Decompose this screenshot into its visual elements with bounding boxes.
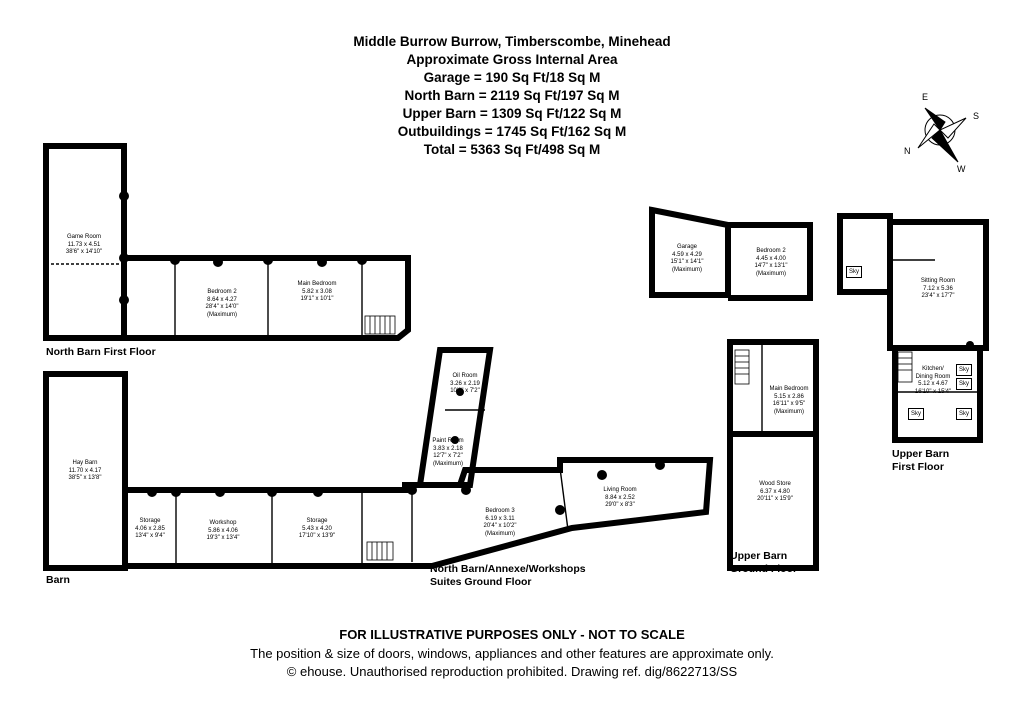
section-north-barn-ground-1: North Barn/Annexe/Workshops <box>430 563 586 575</box>
section-upper-barn-ground-2: Ground Floor <box>730 563 798 575</box>
skylight-kitchen-2: Sky <box>956 378 972 390</box>
compass-e: E <box>922 92 929 102</box>
area-total: Total = 5363 Sq Ft/498 Sq M <box>423 142 601 157</box>
section-north-barn-ground-2: Suites Ground Floor <box>430 576 532 588</box>
section-upper-barn-first-1: Upper Barn <box>892 448 950 460</box>
ub-first-sitting-wall <box>887 219 989 351</box>
nb-first-wing-wall <box>124 255 411 341</box>
area-garage: Garage = 190 Sq Ft/18 Sq M <box>423 70 601 85</box>
ub-bedroom2-wall <box>728 222 813 301</box>
compass-rose <box>917 107 967 163</box>
compass-n: N <box>904 146 911 156</box>
ub-wood-store-wall <box>727 431 819 571</box>
area-outbuildings: Outbuildings = 1745 Sq Ft/162 Sq M <box>397 124 627 139</box>
compass-w: W <box>957 164 966 174</box>
area-title: Approximate Gross Internal Area <box>406 52 618 67</box>
section-upper-barn-ground-1: Upper Barn <box>730 550 788 562</box>
skylight-kitchen-1: Sky <box>956 364 972 376</box>
disclaimer-note: The position & size of doors, windows, a… <box>250 646 774 661</box>
section-north-barn-first-floor: North Barn First Floor <box>46 346 156 358</box>
address-title: Middle Burrow Burrow, Timberscombe, Mine… <box>353 34 671 49</box>
nb-ground-wall <box>125 457 714 569</box>
area-upper-barn: Upper Barn = 1309 Sq Ft/122 Sq M <box>402 106 622 121</box>
skylight-kitchen-4: Sky <box>956 408 972 420</box>
area-north-barn: North Barn = 2119 Sq Ft/197 Sq M <box>404 88 620 103</box>
ub-first-bath-wall <box>837 213 893 295</box>
skylight-kitchen-3: Sky <box>908 408 924 420</box>
disclaimer-heading: FOR ILLUSTRATIVE PURPOSES ONLY - NOT TO … <box>339 627 685 642</box>
copyright-line: © ehouse. Unauthorised reproduction proh… <box>286 664 738 679</box>
section-upper-barn-first-2: First Floor <box>892 461 944 473</box>
ub-first-kitchen-wall <box>892 345 983 443</box>
paint-room-tower-wall <box>416 347 494 488</box>
section-barn: Barn <box>46 574 70 586</box>
compass-s: S <box>973 111 980 121</box>
skylight-bath: Sky <box>846 266 862 278</box>
pillars <box>119 191 974 515</box>
stairs <box>364 315 913 561</box>
